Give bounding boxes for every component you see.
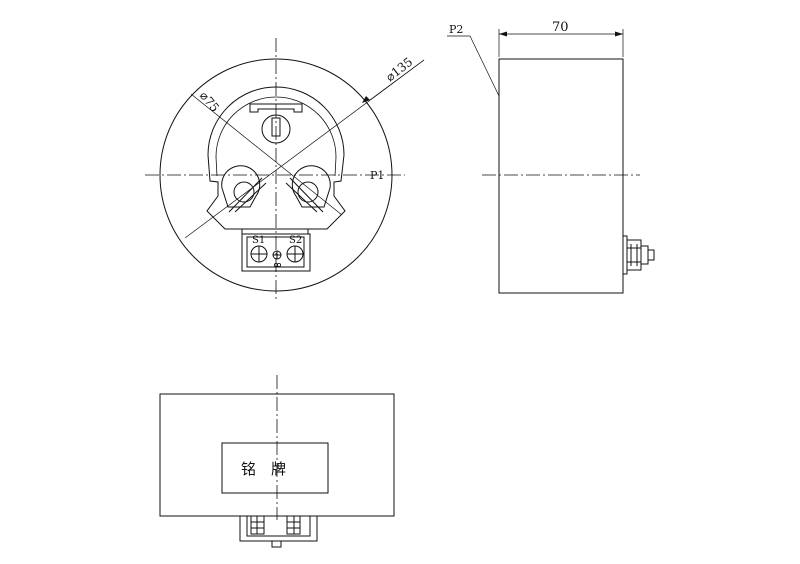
- inner-housing: [206, 86, 346, 230]
- top-mounting-hole: [261, 114, 291, 144]
- outer-diameter-leader-tail: [369, 59, 425, 101]
- inner-housing-inner-arc: [215, 96, 337, 177]
- p2-label: P2: [449, 23, 463, 36]
- nameplate: [221, 442, 329, 494]
- front-view: ⌀75 ⌀135 P1 S1 S2: [145, 38, 425, 300]
- inner-diameter-leader: [190, 93, 343, 216]
- side-view: 70 P2: [447, 20, 655, 294]
- side-body: [498, 58, 624, 294]
- nameplate-label: 铭 牌: [241, 460, 286, 478]
- side-terminal: [622, 235, 655, 275]
- top-mounting-slot: [271, 117, 281, 137]
- top-view-terminal: [239, 515, 318, 548]
- width-dimension-label: 70: [552, 20, 569, 35]
- terminal-s1-label: S1: [252, 235, 265, 246]
- secondary-terminal-block: [241, 228, 311, 272]
- outer-diameter-arrow: [362, 96, 370, 103]
- right-terminal-boss: [285, 165, 331, 213]
- inner-diameter-label: ⌀75: [197, 89, 222, 115]
- p2-leader: [469, 35, 500, 97]
- terminal-s2-label: S2: [289, 235, 302, 246]
- outer-circle: [159, 58, 393, 292]
- top-view: 铭 牌: [159, 375, 395, 548]
- left-terminal-boss: [221, 165, 267, 213]
- p1-label: P1: [370, 169, 384, 182]
- top-clip: [249, 103, 303, 113]
- outer-diameter-label: ⌀135: [383, 55, 415, 85]
